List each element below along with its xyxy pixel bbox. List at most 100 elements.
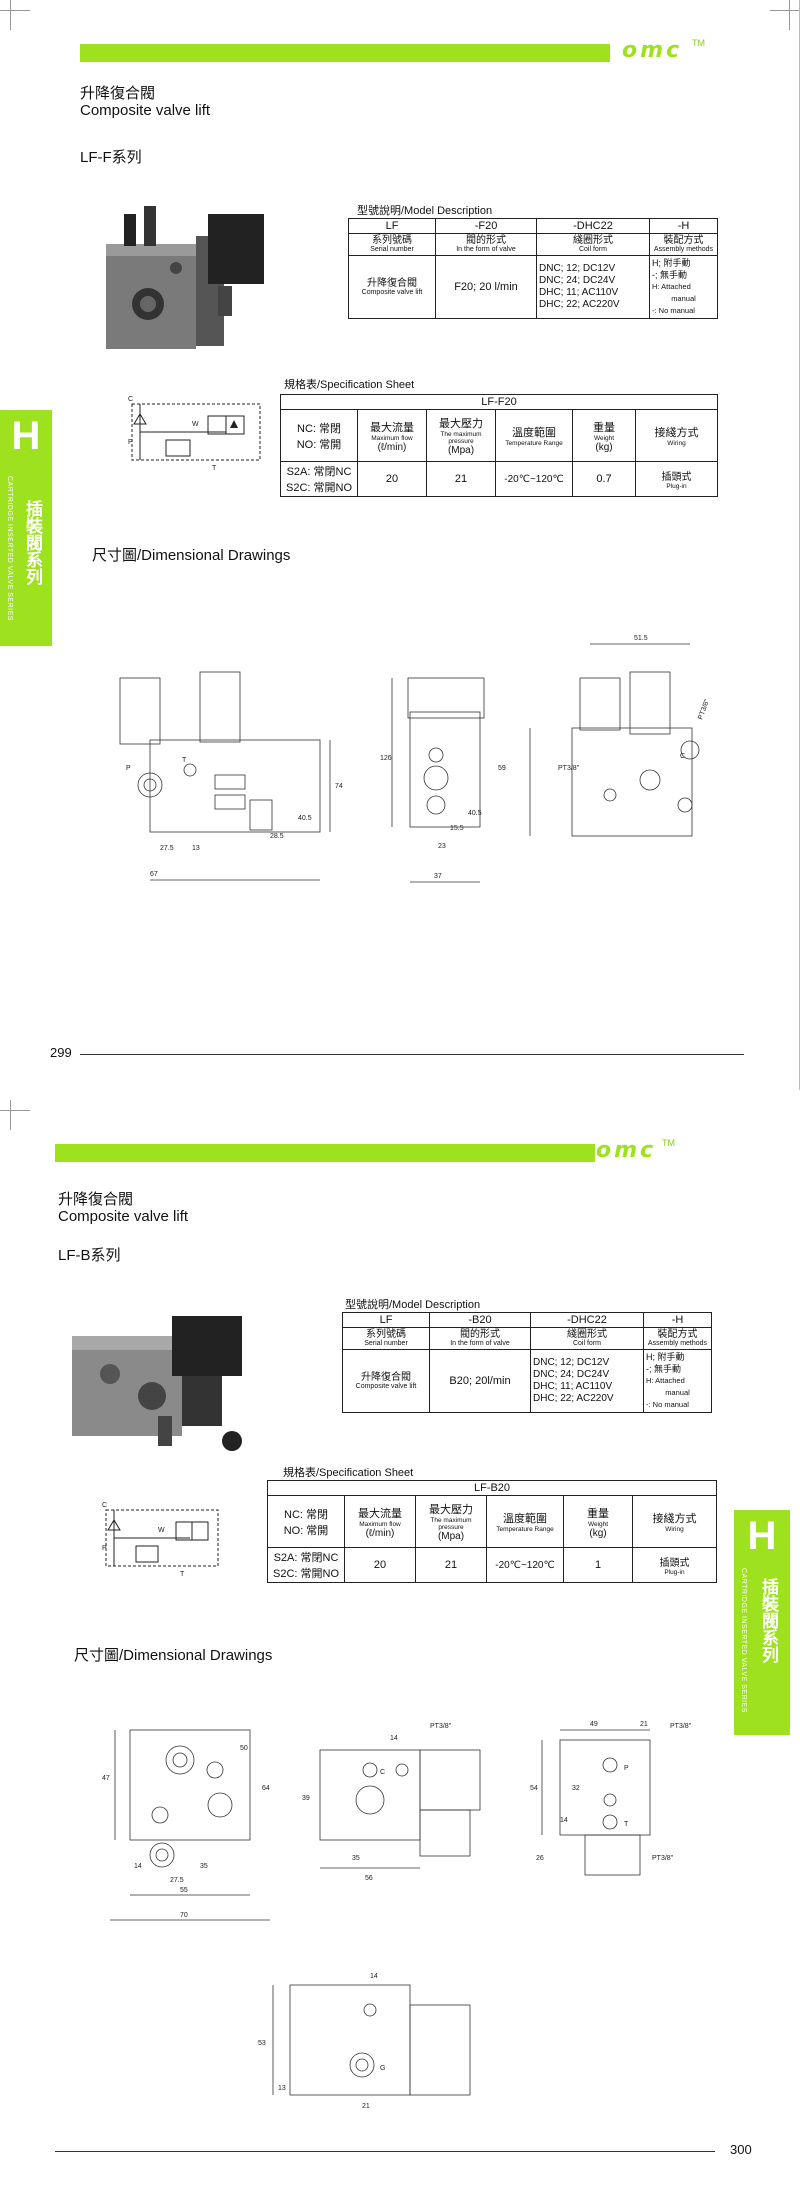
spec-pressure-value: 21 (426, 461, 496, 497)
spec-weight-unit: (kg) (595, 441, 613, 453)
title-en: Composite valve lift (58, 1208, 189, 1225)
assembly-option: manual (671, 294, 696, 303)
spec-temp-value: -20℃~120℃ (486, 1547, 564, 1583)
port-label: T (624, 1821, 629, 1828)
dim-label: 14 (390, 1735, 398, 1742)
dimensional-drawings: 51.5 PT3/8" PT3/8" 126 74 40.5 28.5 27.5… (119, 635, 711, 883)
dim-label: 47 (102, 1775, 110, 1782)
drawings-label: 尺寸圖/Dimensional Drawings (74, 1647, 273, 1664)
dim-label: 54 (530, 1785, 538, 1792)
port-label: T (182, 757, 187, 764)
port-label: C (680, 753, 685, 760)
spec-wiring-value-cn: 插頭式 (661, 472, 692, 483)
dim-label: 70 (180, 1912, 188, 1919)
model-sub-en: Serial number (370, 246, 414, 253)
spec-flow-cn: 最大流量 (358, 1507, 402, 1520)
spec-wiring-value-cn: 插頭式 (659, 1558, 690, 1569)
spec-wiring-value-en: Plug-in (664, 1569, 685, 1576)
hydraulic-symbol: C P T W (102, 1502, 219, 1578)
trademark: TM (662, 1138, 675, 1148)
coil-option: DHC; 11; AC110V (533, 1381, 613, 1392)
model-sub-cn: 裝配方式 (663, 235, 704, 246)
dim-label: 40.5 (298, 815, 312, 822)
footer-rule (80, 1054, 744, 1055)
model-sub-cn: 閥的形式 (466, 235, 506, 246)
spec-weight-cn: 重量 (593, 421, 615, 434)
spec-flow-en: Maximum flow (359, 1520, 401, 1528)
spec-temp-en: Temperature Range (505, 440, 563, 447)
model-sub-cn: 綫圈形式 (567, 1329, 607, 1340)
model-header-coil: -DHC22 (530, 1312, 644, 1328)
title-en: Composite valve lift (80, 102, 211, 119)
dim-label: 35 (200, 1863, 208, 1870)
side-tab-letter: H (747, 1514, 777, 1558)
model-header-coil: -DHC22 (536, 218, 650, 234)
dimensional-drawings: 47 64 50 14 35 27.5 55 70 14 PT3/8" 39 3… (102, 1721, 692, 2110)
dim-label: 13 (278, 2085, 286, 2092)
model-series-en: Composite valve lift (361, 288, 423, 296)
model-sub-en: Assembly methods (647, 1340, 708, 1347)
side-tab-cn: 插裝閥系列 (759, 1578, 778, 1663)
trademark: TM (692, 38, 705, 48)
assembly-option: H: Attached (646, 1376, 685, 1385)
model-series-cn: 升降復合閥 (361, 1371, 411, 1383)
dim-label: 55 (180, 1887, 188, 1894)
port-label: P (624, 1765, 629, 1772)
svg-text:P: P (102, 1545, 107, 1552)
model-sub-en: Assembly methods (653, 246, 714, 253)
page-number: 299 (50, 1045, 72, 1060)
coil-option: DNC; 24; DC24V (539, 275, 616, 286)
coil-option: DHC; 22; AC220V (533, 1393, 614, 1404)
dim-label: 53 (258, 2040, 266, 2047)
crop-mark (10, 1100, 11, 1130)
spec-sheet-label: 規格表/Specification Sheet (284, 379, 415, 391)
assembly-option: -: No manual (652, 306, 695, 315)
assembly-option: manual (665, 1388, 690, 1397)
spec-s2c: S2C: 常開NO (285, 482, 352, 494)
dim-label: 40.5 (468, 810, 482, 817)
page-299: omc TM 升降復合閥 Composite valve lift LF-F系列… (0, 0, 800, 1090)
port-label: G (380, 2065, 385, 2072)
model-sub-en: In the form of valve (450, 1340, 510, 1347)
spec-wiring-cn: 接綫方式 (654, 427, 699, 439)
spec-weight-cn: 重量 (587, 1507, 609, 1520)
series-title: LF-F系列 (80, 149, 142, 166)
title-cn: 升降復合閥 (58, 1191, 134, 1208)
dim-label: 39 (302, 1795, 310, 1802)
model-sub-en: In the form of valve (456, 246, 516, 253)
model-header-assembly: -H (649, 218, 718, 234)
spec-pressure-cn: 最大壓力 (429, 1504, 473, 1516)
crop-mark (10, 0, 11, 30)
svg-text:W: W (158, 1527, 165, 1534)
dim-label: 49 (590, 1721, 598, 1728)
svg-text:P: P (128, 439, 133, 446)
assembly-option: -; 無手動 (646, 1364, 681, 1374)
spec-flow-cn: 最大流量 (370, 421, 414, 434)
spec-flow-value: 20 (344, 1547, 416, 1583)
brand-logo: omc (596, 1138, 657, 1163)
spec-temp-cn: 溫度範圍 (512, 427, 556, 439)
spec-temp-en: Temperature Range (496, 1526, 554, 1533)
spec-weight-value: 0.7 (572, 461, 636, 497)
coil-option: DHC; 22; AC220V (539, 299, 620, 310)
page-300: omc TM 升降復合閥 Composite valve lift LF-B系列… (0, 1100, 800, 2200)
dim-label: 32 (572, 1785, 580, 1792)
coil-option: DNC; 12; DC12V (533, 1357, 610, 1368)
dim-label: 56 (365, 1875, 373, 1882)
dim-label: 14 (370, 1973, 378, 1980)
dim-label: 67 (150, 871, 158, 878)
svg-text:T: T (180, 1571, 185, 1578)
dim-label: 126 (380, 755, 392, 762)
model-header-assembly: -H (643, 1312, 712, 1328)
spec-pressure-unit: (Mpa) (437, 1531, 465, 1542)
assembly-option: H: Attached (652, 282, 691, 291)
drawings-label: 尺寸圖/Dimensional Drawings (92, 547, 291, 564)
spec-s2a: S2A: 常閉NC (286, 466, 352, 478)
spec-s2a: S2A: 常閉NC (273, 1552, 339, 1564)
coil-option: DNC; 12; DC12V (539, 263, 616, 274)
dim-label: 74 (335, 783, 343, 790)
model-valve-value: F20; 20 l/min (435, 255, 537, 319)
spec-wiring-cn: 接綫方式 (652, 1513, 697, 1525)
dim-label: 14 (560, 1817, 568, 1824)
